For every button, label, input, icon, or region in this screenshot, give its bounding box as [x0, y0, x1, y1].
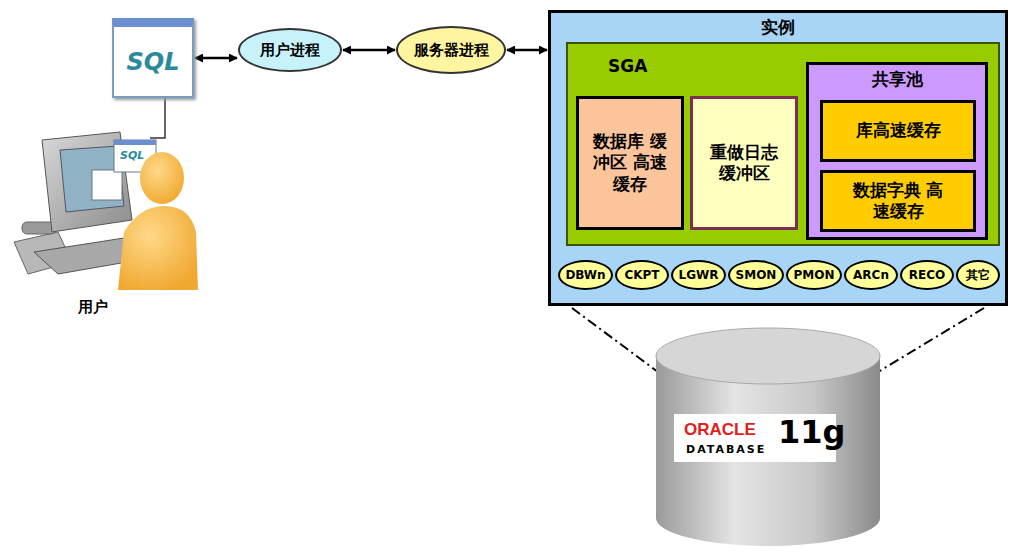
memory-box: 数据库 缓冲区 高速缓存	[576, 96, 684, 230]
box-text: ARCn	[853, 268, 889, 283]
box-text: RECO	[909, 268, 945, 283]
oracle-logo: ORACLE	[684, 420, 756, 440]
process-ellipse: 服务器进程	[396, 26, 506, 74]
connector-arrow	[195, 57, 237, 60]
version-logo: 11g	[778, 413, 845, 451]
sql-window: SQL	[112, 18, 194, 98]
box-text: DBWn	[565, 268, 605, 283]
cache-box: 数据字典 高速缓存	[820, 170, 976, 232]
box-title: SGA	[608, 56, 647, 77]
database-cylinder-top	[656, 328, 880, 384]
background-process: RECO	[900, 260, 954, 290]
person-body	[118, 206, 198, 290]
box-text: 用户进程	[260, 41, 320, 60]
shared-pool-box: 共享池库高速缓存数据字典 高速缓存	[806, 62, 988, 240]
background-process: SMON	[728, 260, 784, 290]
leader-line	[572, 308, 658, 372]
database-logo: DATABASE	[686, 443, 766, 456]
background-process: LGWR	[671, 260, 726, 290]
background-process: DBWn	[558, 260, 613, 290]
box-text: PMON	[794, 268, 835, 283]
small-window-bar	[114, 140, 156, 145]
box-text: LGWR	[679, 268, 719, 283]
box-title: 共享池	[809, 69, 985, 90]
screen-sql-label: SQL	[120, 149, 144, 162]
person-head	[140, 152, 184, 204]
box-text: 库高速缓存	[856, 120, 941, 141]
connector-arrow	[343, 49, 395, 52]
sga-box: SGA数据库 缓冲区 高速缓存重做日志 缓冲区共享池库高速缓存数据字典 高速缓存	[566, 42, 1000, 246]
memory-box: 重做日志 缓冲区	[690, 96, 798, 230]
background-process: CKPT	[615, 260, 669, 290]
box-text: CKPT	[624, 268, 659, 283]
instance-box: 实例SGA数据库 缓冲区 高速缓存重做日志 缓冲区共享池库高速缓存数据字典 高速…	[548, 10, 1008, 306]
box-text: 重做日志 缓冲区	[700, 142, 788, 185]
database-cylinder-bottom	[656, 490, 880, 546]
background-process: 其它	[956, 260, 1000, 290]
background-process: ARCn	[844, 260, 898, 290]
leader-line	[878, 308, 984, 372]
screen-window	[92, 170, 122, 200]
process-ellipse: 用户进程	[238, 28, 342, 72]
box-text: SQL	[127, 47, 180, 77]
box-title: 实例	[551, 17, 1005, 38]
box-text: 服务器进程	[414, 41, 489, 60]
box-text: 数据库 缓冲区 高速缓存	[586, 131, 674, 195]
cable	[150, 98, 165, 138]
box-text: 数据字典 高速缓存	[848, 180, 948, 223]
connector-arrow	[507, 49, 547, 52]
user-label: 用户	[78, 298, 108, 317]
cache-box: 库高速缓存	[820, 100, 976, 162]
box-text: SMON	[736, 268, 777, 283]
box-text: 其它	[966, 268, 990, 283]
background-process: PMON	[786, 260, 842, 290]
